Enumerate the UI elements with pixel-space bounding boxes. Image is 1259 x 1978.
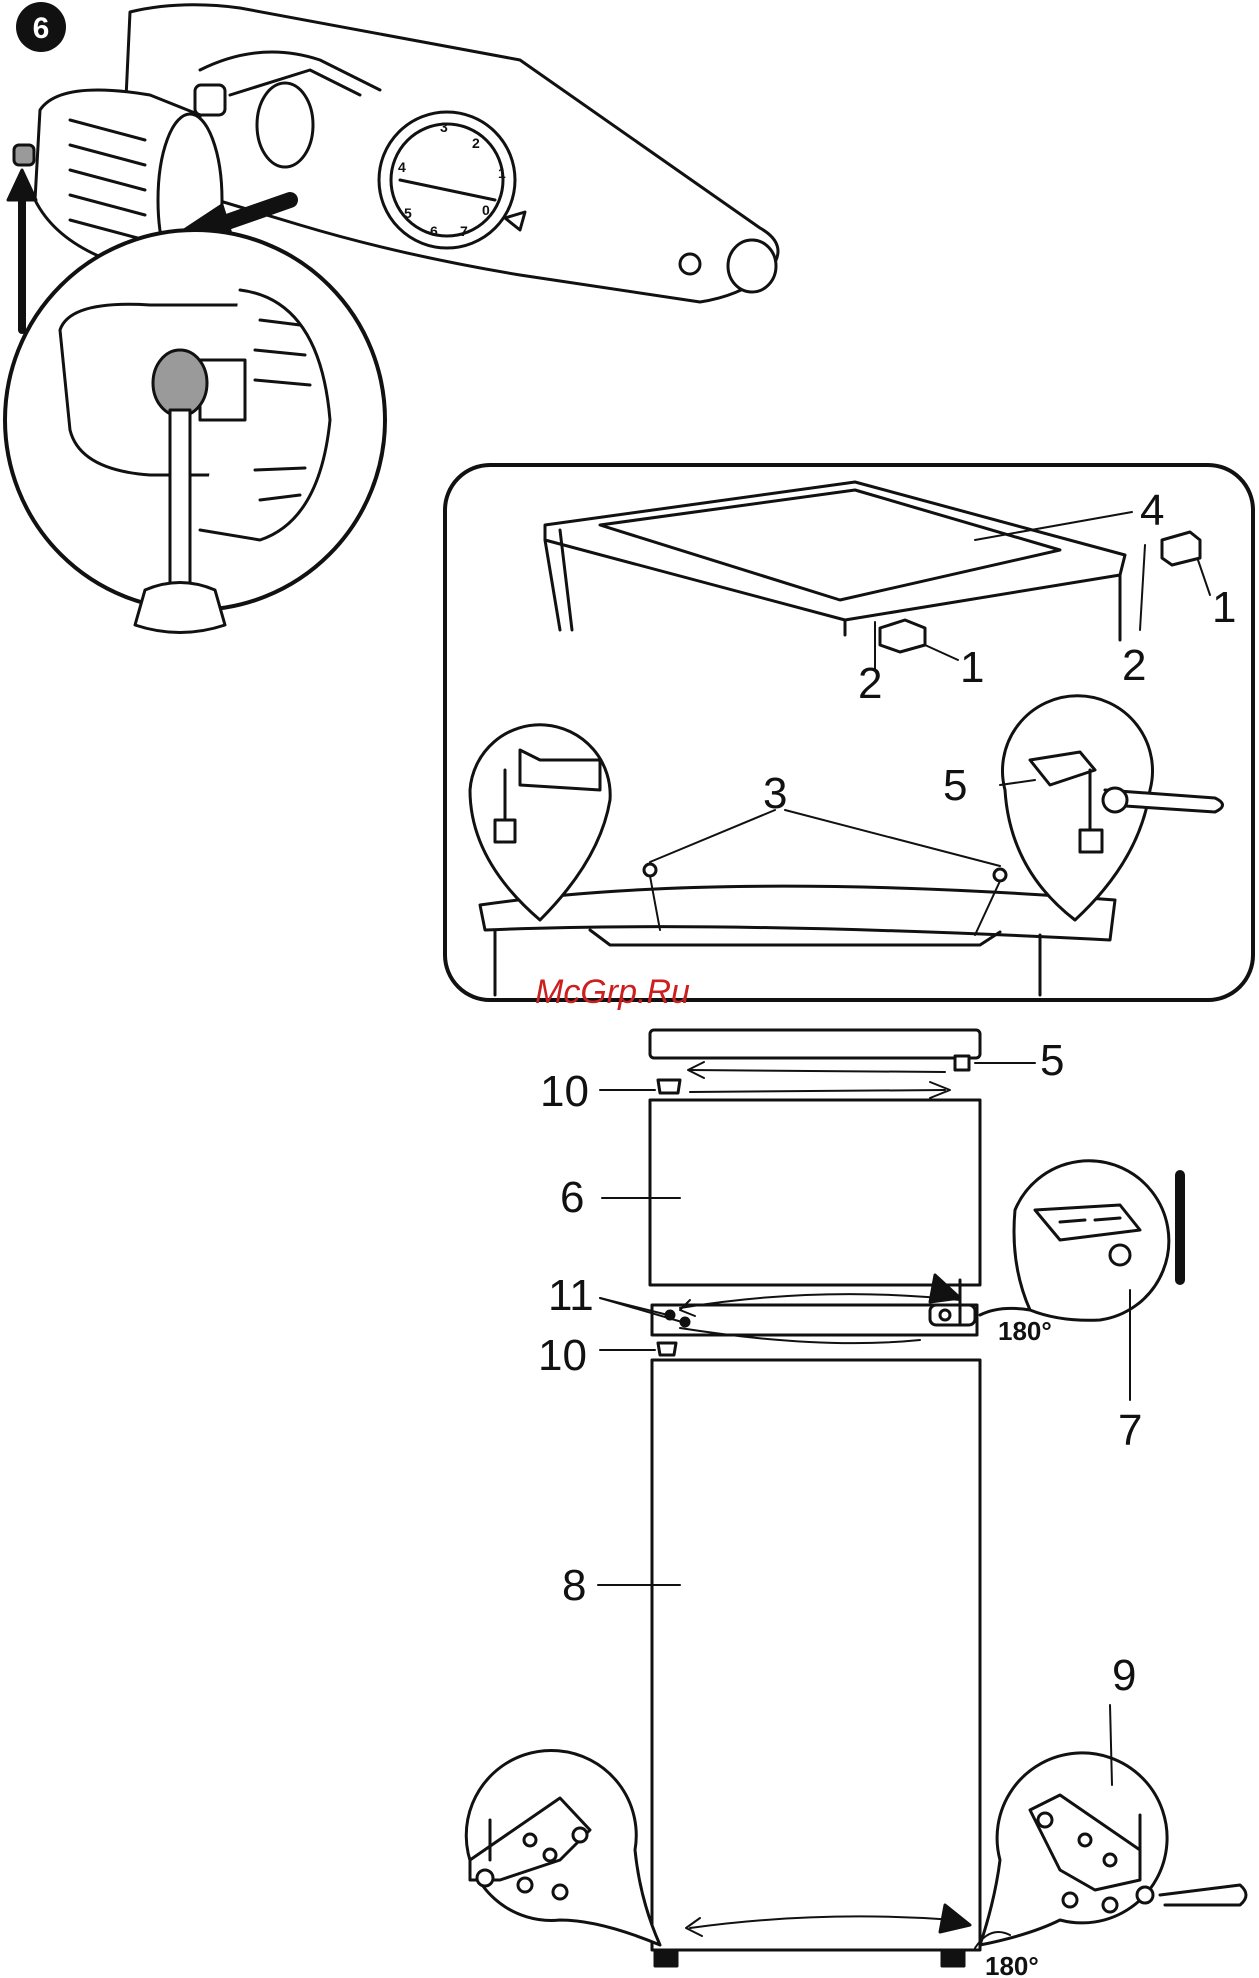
- svg-text:0: 0: [482, 202, 490, 218]
- svg-text:180°: 180°: [985, 1951, 1039, 1978]
- arrow-up-icon: [8, 170, 36, 330]
- top-cover-panel: 4 1 1 2 2 3: [445, 465, 1253, 1000]
- svg-text:6: 6: [560, 1173, 584, 1222]
- svg-text:5: 5: [404, 205, 412, 221]
- svg-text:5: 5: [1040, 1036, 1064, 1085]
- svg-text:1: 1: [498, 165, 506, 181]
- svg-text:3: 3: [763, 769, 787, 818]
- svg-text:4: 4: [1140, 486, 1164, 535]
- door-exploded-view: 5 10 6 11 7: [466, 1030, 1246, 1978]
- svg-text:10: 10: [540, 1067, 589, 1116]
- svg-text:3: 3: [440, 119, 448, 135]
- svg-text:2: 2: [472, 135, 480, 151]
- svg-text:2: 2: [1122, 641, 1146, 690]
- svg-text:6: 6: [430, 223, 438, 239]
- step-badge: 6: [16, 2, 66, 52]
- svg-text:10: 10: [538, 1331, 587, 1380]
- watermark: McGrp.Ru: [535, 973, 690, 1011]
- svg-text:7: 7: [460, 223, 468, 239]
- svg-text:9: 9: [1112, 1651, 1136, 1700]
- svg-text:1: 1: [960, 643, 984, 692]
- svg-text:4: 4: [398, 159, 406, 175]
- svg-text:11: 11: [548, 1271, 594, 1320]
- svg-text:8: 8: [562, 1561, 586, 1610]
- bottom-hinge-detail-left: [466, 1750, 660, 1945]
- bottom-hinge-detail-right: [980, 1705, 1246, 1945]
- svg-text:7: 7: [1118, 1406, 1142, 1455]
- svg-text:6: 6: [33, 12, 50, 45]
- svg-text:1: 1: [1212, 583, 1236, 632]
- svg-text:2: 2: [858, 659, 882, 708]
- svg-text:5: 5: [943, 761, 967, 810]
- screwdriver-detail: [5, 230, 385, 633]
- svg-text:180°: 180°: [998, 1316, 1052, 1346]
